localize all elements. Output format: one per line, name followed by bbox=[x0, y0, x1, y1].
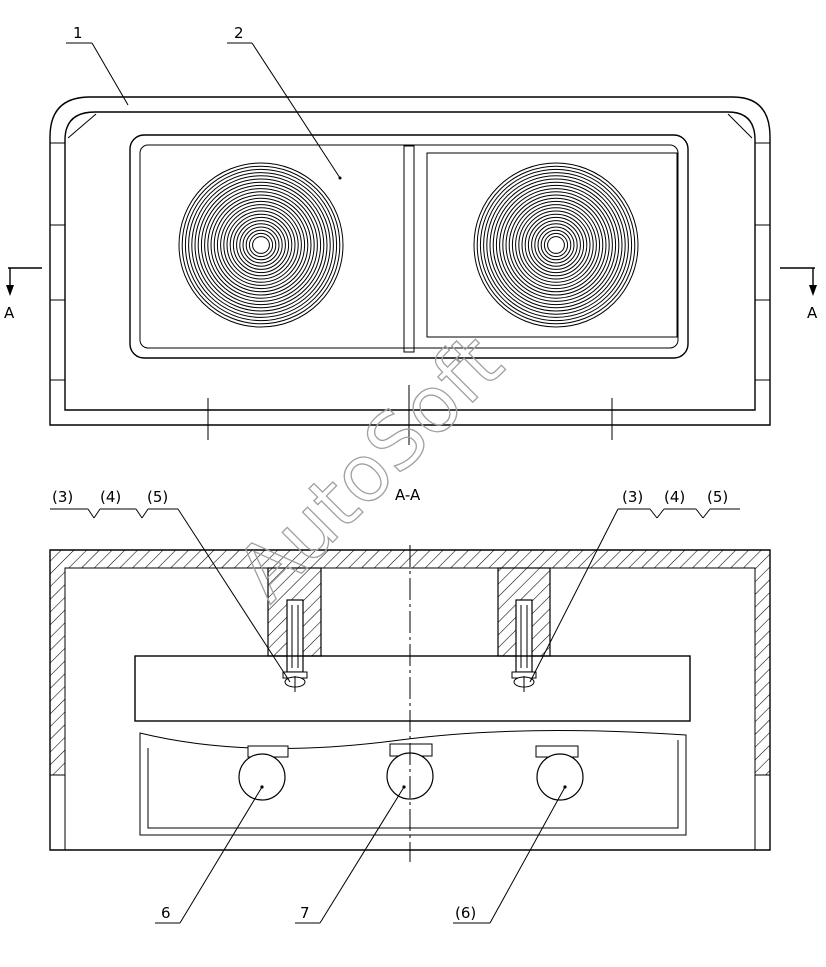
coil-ring bbox=[184, 168, 338, 322]
coil-ring bbox=[524, 213, 588, 277]
leader-6: 6 bbox=[155, 785, 264, 924]
coil-ring bbox=[220, 204, 302, 286]
coil-ring bbox=[527, 216, 585, 274]
coil-ring bbox=[476, 165, 636, 325]
side-ticks bbox=[50, 142, 770, 381]
screw-right bbox=[511, 599, 537, 692]
screw-left bbox=[282, 599, 308, 692]
coil-ring bbox=[197, 181, 325, 309]
lamp-left bbox=[238, 745, 289, 801]
section-title: A-A bbox=[395, 486, 421, 504]
coil-ring bbox=[486, 175, 626, 315]
corner-chamfer-left bbox=[67, 113, 97, 139]
right-label-3: (3) bbox=[622, 488, 643, 506]
coil-ring bbox=[223, 207, 299, 283]
coil-ring bbox=[531, 220, 581, 270]
right-label-5: (5) bbox=[707, 488, 728, 506]
coil-ring bbox=[495, 184, 617, 306]
top-view: A A 1 2 bbox=[4, 24, 818, 445]
callout-right: (3) (4) (5) bbox=[529, 488, 740, 683]
part-label-6-paren: (6) bbox=[455, 904, 476, 922]
coil-ring bbox=[492, 181, 620, 309]
coil-ring bbox=[216, 200, 306, 290]
coil-ring bbox=[537, 226, 575, 264]
coil-ring bbox=[213, 197, 309, 293]
coil-ring bbox=[483, 172, 629, 318]
coil-ring bbox=[505, 194, 607, 296]
coil-ring bbox=[489, 178, 623, 312]
section-view: A-A bbox=[49, 486, 771, 924]
corner-chamfer-right bbox=[727, 113, 753, 139]
coil-ring bbox=[515, 204, 597, 286]
leader-6-paren: (6) bbox=[453, 785, 567, 924]
coil-ring bbox=[479, 168, 633, 322]
coil-ring bbox=[178, 162, 344, 328]
part-label-7: 7 bbox=[300, 904, 310, 922]
callout-left: (3) (4) (5) bbox=[50, 488, 291, 683]
coil-ring bbox=[245, 229, 277, 261]
watermark: AutoSoft bbox=[220, 318, 521, 619]
coil-ring bbox=[226, 210, 296, 280]
coil-ring bbox=[473, 162, 639, 328]
coil-ring bbox=[499, 188, 613, 302]
section-marker-left: A bbox=[4, 267, 42, 322]
heating-coil-left bbox=[178, 162, 344, 328]
coil-ring bbox=[229, 213, 293, 277]
section-label-left: A bbox=[4, 304, 15, 322]
coil-ring bbox=[248, 232, 274, 258]
right-zone-frame bbox=[426, 152, 678, 338]
leader-7: 7 bbox=[295, 785, 406, 924]
coil-ring bbox=[239, 223, 283, 267]
left-label-5: (5) bbox=[147, 488, 168, 506]
cooktop-slab bbox=[134, 655, 691, 722]
coil-ring bbox=[236, 220, 286, 270]
coil-ring bbox=[242, 226, 280, 264]
lower-tray-inner bbox=[147, 740, 679, 829]
left-label-4: (4) bbox=[100, 488, 121, 506]
coil-ring bbox=[252, 236, 270, 254]
lamp-right bbox=[535, 745, 584, 801]
coil-ring bbox=[543, 232, 569, 258]
right-label-4: (4) bbox=[664, 488, 685, 506]
part-label-2: 2 bbox=[234, 24, 244, 42]
coil-ring bbox=[540, 229, 572, 261]
housing-inner-wall bbox=[64, 567, 756, 850]
heating-coil-right bbox=[473, 162, 639, 328]
lower-tray bbox=[139, 730, 687, 836]
coil-ring bbox=[232, 216, 290, 274]
left-label-3: (3) bbox=[52, 488, 73, 506]
part-label-6: 6 bbox=[161, 904, 171, 922]
part-label-1: 1 bbox=[73, 24, 83, 42]
housing-inner-outline bbox=[64, 111, 756, 411]
coil-ring bbox=[508, 197, 604, 293]
housing-outline bbox=[49, 96, 771, 426]
section-marker-right: A bbox=[780, 267, 818, 322]
coil-ring bbox=[521, 210, 591, 280]
coil-ring bbox=[547, 236, 565, 254]
coil-ring bbox=[210, 194, 312, 296]
coil-ring bbox=[207, 191, 315, 299]
coil-ring bbox=[188, 172, 334, 318]
leader-2: 2 bbox=[227, 24, 342, 180]
section-label-right: A bbox=[807, 304, 818, 322]
cooktop-panel bbox=[129, 134, 689, 359]
cooktop-panel-inner bbox=[139, 144, 679, 349]
coil-ring bbox=[191, 175, 331, 315]
coil-ring bbox=[511, 200, 601, 290]
leader-1: 1 bbox=[66, 24, 129, 106]
bottom-ticks bbox=[207, 385, 613, 445]
panel-divider bbox=[403, 145, 415, 353]
coil-ring bbox=[204, 188, 318, 302]
coil-ring bbox=[181, 165, 341, 325]
coil-ring bbox=[502, 191, 610, 299]
coil-ring bbox=[534, 223, 578, 267]
coil-ring bbox=[200, 184, 322, 306]
coil-ring bbox=[194, 178, 328, 312]
coil-ring bbox=[518, 207, 594, 283]
